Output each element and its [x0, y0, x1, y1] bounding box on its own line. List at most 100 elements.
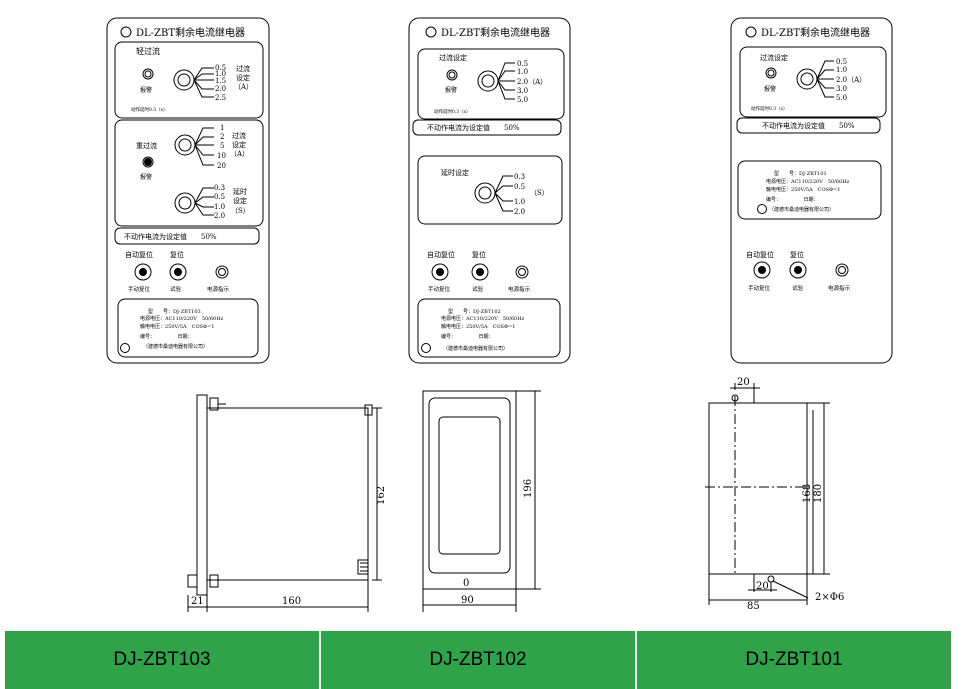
panel-103-light-v1: 1.0: [215, 70, 226, 78]
panel-103-non-action: 不动作电流为设定值 50%: [124, 232, 217, 241]
panel-103-heavy-set-1: 过流: [232, 131, 246, 140]
panel-103-delay-v0: 0.3: [214, 184, 225, 192]
panel-103-heavy-v4: 20: [217, 162, 226, 170]
panel-103-heavy-v1: 2: [220, 133, 224, 141]
panel-102-plate-supply: 电源电压：AC110/220V 50/60Hz: [441, 315, 525, 322]
panel-102-v4: 5.0: [517, 96, 528, 104]
panel-101-plate-contact: 触电电压：250V/5A COSΦ=1: [766, 186, 840, 193]
panel-103-reset-label: 复位: [170, 250, 184, 259]
panel-103-delay-set-2: 设定: [233, 196, 247, 205]
panel-dj-zbt102: [408, 17, 571, 364]
dim-102-height: 196: [523, 479, 534, 498]
panel-101-manual-reset-label: 手动复位: [748, 284, 771, 292]
panel-102-set-label: 过流设定: [439, 53, 467, 62]
panel-101-alarm: 报警: [764, 85, 776, 93]
panel-101-v4: 5.0: [836, 94, 847, 102]
panel-102-alarm: 报警: [445, 86, 457, 94]
panel-102-delay-note: 动作延时0.3（s）: [434, 108, 470, 115]
back-view-dj-zbt101: [705, 383, 830, 605]
dim-103-height: 162: [376, 486, 387, 505]
panel-dj-zbt103: [106, 17, 270, 364]
panel-dj-zbt101: [730, 17, 893, 364]
panel-103-delay-note: 动作延时0.3（s）: [131, 106, 167, 113]
panel-103-manual-reset-label: 手动复位: [128, 285, 151, 293]
panel-102-delay-v1: 0.5: [514, 183, 525, 191]
panel-102-reset-label: 复位: [472, 250, 486, 259]
panel-101-v1: 1.0: [836, 66, 847, 74]
panel-101-power-label: 电源指示: [828, 284, 851, 292]
panel-101-set-label: 过流设定: [760, 53, 788, 62]
panel-103-heavy-v2: 5: [220, 142, 224, 150]
panel-103-light-v4: 2.5: [215, 94, 226, 102]
panel-102-auto-reset-label: 自动复位: [427, 250, 455, 259]
panel-103-light-label: 轻过流: [136, 46, 160, 56]
panel-102-plate-contact: 触电电压：250V/5A COSΦ=1: [441, 323, 515, 330]
panel-101-v2: 2.0（A）: [836, 76, 866, 84]
dim-101-h1: 168: [802, 484, 813, 503]
side-view-dj-zbt103: [187, 394, 382, 612]
panel-103-light-v0: 0.5: [215, 64, 226, 72]
panel-103-plate-model: 型 号：DJ-ZBT103: [148, 308, 201, 315]
panel-102-plate-serial: 编号： 日期：: [441, 333, 494, 340]
panel-101-v3: 3.0: [836, 85, 847, 93]
panel-102-v1: 1.0: [517, 68, 528, 76]
panel-103-light-alarm: 报警: [140, 86, 152, 94]
panel-102-title: DL-ZBT剩余电流继电器: [441, 26, 550, 39]
panel-101-auto-reset-label: 自动复位: [746, 250, 774, 259]
panel-103-heavy-label: 重过流: [136, 141, 157, 150]
panel-101-reset-label: 复位: [790, 250, 804, 259]
dim-103-flange: 21: [191, 596, 204, 607]
model-footer-bar: DJ-ZBT103 DJ-ZBT102 DJ-ZBT101: [5, 631, 951, 689]
dim-102-width: 90: [461, 595, 474, 606]
panel-103-title: DL-ZBT剩余电流继电器: [136, 26, 245, 39]
panel-102-test-label: 试验: [472, 285, 484, 293]
panel-103-light-v2: 1.5: [215, 77, 226, 85]
panel-101-plate-serial: 编号： 日期：: [766, 196, 819, 203]
dim-101-hole-offset: 20: [756, 581, 769, 592]
dim-101-width: 85: [747, 601, 760, 612]
panel-101-v0: 0.5: [836, 58, 847, 66]
panel-103-test-label: 试验: [170, 285, 182, 293]
panel-101-delay-note: 动作延时0.3（s）: [751, 105, 787, 112]
panel-101-title: DL-ZBT剩余电流继电器: [761, 26, 870, 39]
panel-103-heavy-v3: 10: [217, 152, 226, 160]
dim-103-depth: 160: [282, 596, 301, 607]
panel-103-heavy-alarm: 报警: [140, 173, 152, 181]
dim-101-h2: 180: [813, 484, 824, 503]
panel-102-v3: 3.0: [517, 87, 528, 95]
panel-102-manual-reset-label: 手动复位: [428, 285, 451, 293]
panel-102-plate-maker: （建德市桑迪电器有限公司）: [443, 345, 508, 352]
panel-102-delay-v3: 2.0: [514, 208, 525, 216]
panel-103-delay-v2: 1.0: [214, 203, 225, 211]
panel-103-heavy-set-2: 设定: [232, 140, 246, 149]
panel-103-light-v3: 2.0: [215, 85, 226, 93]
panel-103-power-label: 电源指示: [207, 285, 230, 293]
panel-101-plate-maker: （建德市桑迪电器有限公司）: [769, 206, 834, 213]
panel-103-delay-v3: 2.0: [214, 212, 225, 220]
panel-102-non-action: 不动作电流为设定值 50%: [427, 123, 520, 132]
panel-103-auto-reset-label: 自动复位: [125, 250, 153, 259]
panel-103-plate-contact: 触电电压：250V/5A COSΦ=1: [140, 323, 214, 330]
panel-103-plate-serial: 编号： 日期：: [140, 333, 193, 340]
panel-102-delay-unit: （S）: [530, 189, 549, 197]
panel-103-delay-set-1: 延时: [233, 187, 247, 196]
dim-101-top: 20: [737, 377, 750, 388]
panel-102-power-label: 电源指示: [508, 285, 531, 293]
panel-102-delay-v0: 0.3: [514, 173, 525, 181]
panel-103-light-set-3: （A）: [234, 83, 253, 91]
panel-102-delay-label: 延时设定: [441, 168, 469, 177]
footer-label-dj-zbt103: DJ-ZBT103: [5, 631, 319, 689]
panel-103-light-set-1: 过流: [236, 64, 250, 73]
panel-101-test-label: 试验: [792, 284, 804, 292]
panel-102-delay-v2: 1.0: [514, 198, 525, 206]
panel-103-plate-supply: 电源电压：AC110/220V 50/60Hz: [140, 315, 224, 322]
panel-103-plate-maker: （建德市桑迪电器有限公司）: [143, 343, 208, 350]
footer-label-dj-zbt102: DJ-ZBT102: [319, 631, 635, 689]
panel-103-heavy-v0: 1: [220, 124, 224, 132]
panel-101-non-action: 不动作电流为设定值 50%: [762, 121, 855, 130]
panel-103-delay-v1: 0.5: [214, 193, 225, 201]
panel-103-light-set-2: 设定: [236, 73, 250, 82]
panel-103-delay-set-3: （S）: [231, 207, 250, 215]
panel-101-plate-model: 型 号：DJ-ZBT101: [774, 170, 827, 177]
